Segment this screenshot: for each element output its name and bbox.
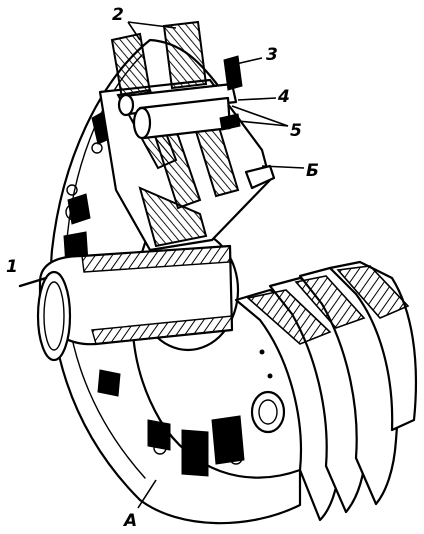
friction-discs bbox=[234, 260, 418, 522]
label-2: 2 bbox=[112, 5, 124, 25]
label-3: 3 bbox=[266, 45, 278, 65]
label-a: А bbox=[122, 511, 137, 531]
label-5: 5 bbox=[290, 121, 302, 141]
hub-sleeve bbox=[18, 244, 234, 362]
callout-labels: 1 2 3 4 5 Б А bbox=[6, 5, 319, 531]
label-4: 4 bbox=[277, 87, 290, 107]
label-b: Б bbox=[306, 161, 319, 181]
pins bbox=[117, 55, 243, 140]
label-1: 1 bbox=[6, 257, 18, 277]
leader-lines bbox=[127, 21, 305, 509]
upper-assembly bbox=[98, 20, 276, 252]
